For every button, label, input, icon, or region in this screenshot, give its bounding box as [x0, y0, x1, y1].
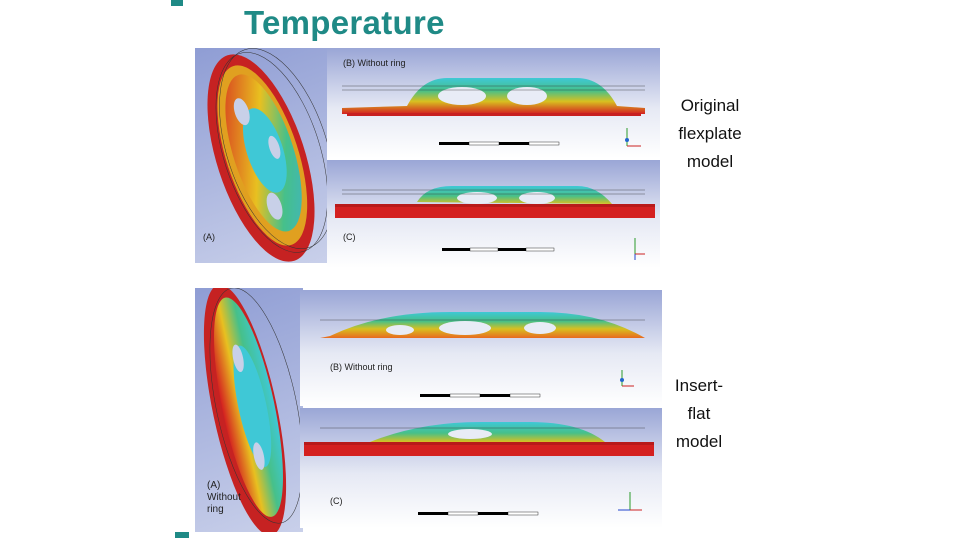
group2-panel-c-label: (C) [330, 496, 343, 506]
group2-panel-a-label: (A) Without ring [207, 480, 241, 516]
group1-panel-b: (B) Without ring [327, 48, 660, 158]
group1-side-label-line3: model [686, 152, 734, 171]
group2-side-label-line1: Insert- [674, 376, 724, 395]
group1-panel-a-label: (A) [203, 232, 215, 242]
group1-c-render [335, 186, 655, 260]
group1-panel-b-label: (B) Without ring [343, 58, 406, 68]
accent-bar-bottom [175, 532, 189, 538]
group2-c-render [304, 422, 654, 516]
group1-panel-c: (C) [327, 160, 660, 268]
group2-b-render [320, 312, 645, 398]
group2-panel-a-label-line2: Without [207, 492, 241, 503]
group1-side-label-line2: flexplate [678, 124, 742, 143]
group2-side-label-line3: model [675, 432, 723, 451]
group1-flexplate-render [207, 48, 327, 262]
group1-b-render [342, 78, 645, 147]
group2-panel-b-label: (B) Without ring [330, 362, 393, 372]
group1-panel-c-label: (C) [343, 232, 356, 242]
group2-panel-a-label-line1: (A) [207, 480, 221, 491]
group2-side-label: Insert- flat model [664, 372, 734, 456]
group2-panel-a: (A) Without ring [195, 288, 303, 532]
group1-side-label-line1: Original [680, 96, 740, 115]
group2-panel-b: (B) Without ring [300, 290, 662, 406]
group2-panel-a-label-line3: ring [207, 504, 224, 515]
group1-panel-a: (A) [195, 48, 327, 263]
group1-side-label: Original flexplate model [664, 92, 756, 176]
slide-title: Temperature [244, 4, 445, 41]
group2-side-label-line2: flat [687, 404, 711, 423]
group2-panel-c: (C) [300, 408, 662, 528]
accent-bar-top [171, 0, 183, 6]
group2-flexplate-render [203, 288, 303, 532]
